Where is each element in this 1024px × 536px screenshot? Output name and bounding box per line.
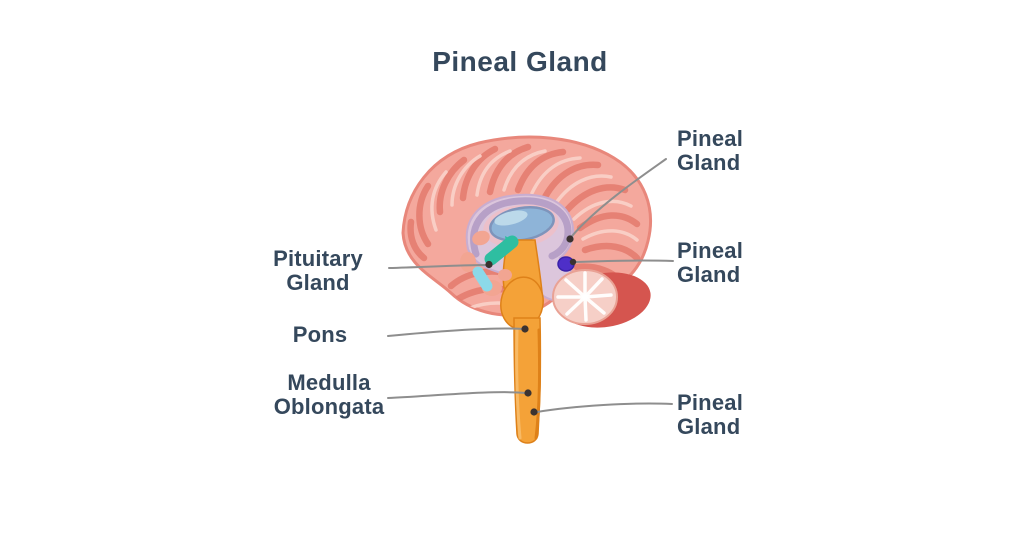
pons-leader-line xyxy=(387,327,524,337)
label-medulla-line2: Oblongata xyxy=(273,394,385,419)
pineal-mid-leader-dot xyxy=(569,258,577,266)
pituitary-leader-dot xyxy=(485,260,493,269)
salmon-structure-4 xyxy=(498,269,512,281)
salmon-structure-1 xyxy=(472,230,490,246)
pons-leader-dot xyxy=(521,325,529,333)
label-pineal-gland-top: Pineal Gland xyxy=(677,127,787,175)
cerebellum xyxy=(552,269,618,325)
salmon-structure-2 xyxy=(460,252,476,272)
medulla-leader-dot xyxy=(524,389,532,397)
label-pineal-bottom-line1: Pineal xyxy=(677,390,744,415)
label-pineal-top-line1: Pineal xyxy=(677,126,744,151)
label-pineal-bottom-line2: Gland xyxy=(677,414,741,439)
label-pituitary-line1: Pituitary xyxy=(273,246,363,271)
pineal-top-leader-dot xyxy=(566,235,574,243)
hypothalamus-structures xyxy=(460,230,519,296)
pineal-bottom-leader-dot xyxy=(530,408,538,416)
spinal-cord-shadow xyxy=(534,328,542,440)
label-pineal-gland-mid: Pineal Gland xyxy=(677,239,787,287)
label-medulla-line1: Medulla xyxy=(287,370,371,395)
label-pons: Pons xyxy=(292,322,348,347)
label-pituitary-gland: Pituitary Gland xyxy=(248,247,388,295)
pituitary-leader-line xyxy=(388,264,488,269)
pineal-bottom-leader-line xyxy=(536,402,673,413)
label-pineal-top-line2: Gland xyxy=(677,150,741,175)
medulla-leader-line xyxy=(387,391,527,399)
label-pineal-mid-line2: Gland xyxy=(677,262,741,287)
thalamus-highlight xyxy=(494,210,528,226)
diagram-title: Pineal Gland xyxy=(432,46,608,77)
leader-lines xyxy=(387,158,674,416)
pineal-mid-leader-line xyxy=(575,259,674,263)
label-medulla-oblongata: Medulla Oblongata xyxy=(244,371,414,419)
spinal-cord-highlight xyxy=(515,328,522,440)
pineal-top-leader-line xyxy=(571,158,667,237)
label-pituitary-line2: Gland xyxy=(286,270,350,295)
cerebellum-arbor-vitae xyxy=(556,271,613,322)
corpus-callosum-ring xyxy=(470,197,572,260)
label-pineal-mid-line1: Pineal xyxy=(677,238,744,263)
hypothalamus-teal-shape xyxy=(484,235,519,266)
label-pineal-gland-bottom: Pineal Gland xyxy=(677,391,787,439)
cyan-structure-shape xyxy=(472,266,493,292)
